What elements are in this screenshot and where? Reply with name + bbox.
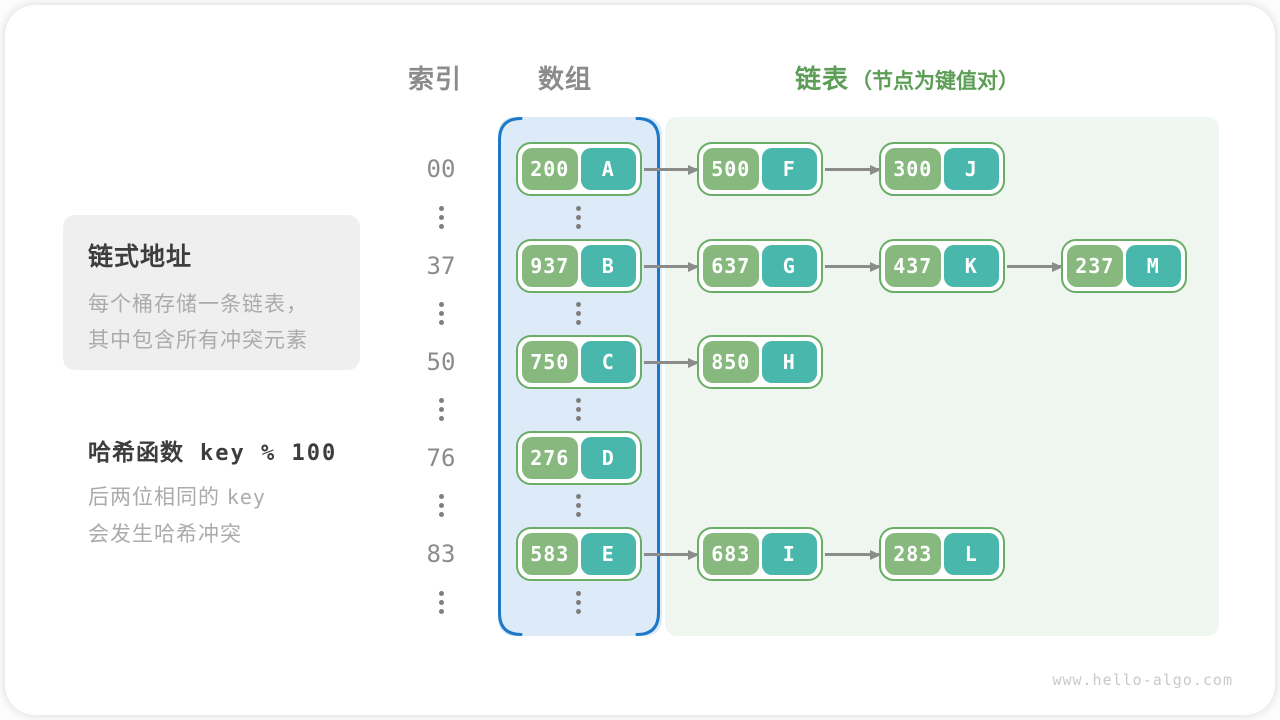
arrow <box>825 265 879 268</box>
index-ellipsis-dots <box>436 206 446 229</box>
index-label: 83 <box>426 540 456 568</box>
key-cell: 637 <box>703 245 759 287</box>
value-cell: H <box>761 341 817 383</box>
chain-node: 283 L <box>879 527 1005 581</box>
value-cell: E <box>580 533 636 575</box>
chain-node: 237 M <box>1061 239 1187 293</box>
chain-node: 637 G <box>697 239 823 293</box>
value-cell: K <box>943 245 999 287</box>
bucket-node: 276 D <box>516 431 642 485</box>
key-cell: 683 <box>703 533 759 575</box>
bucket-node: 937 B <box>516 239 642 293</box>
hash-note-title: 哈希函数 <box>88 439 184 465</box>
key-cell: 200 <box>522 148 578 190</box>
hash-note-line1: 后两位相同的 key <box>88 485 266 509</box>
key-cell: 437 <box>885 245 941 287</box>
index-ellipsis-dots <box>436 302 446 325</box>
array-ellipsis-dots <box>573 591 583 614</box>
arrow <box>825 168 879 171</box>
info-box-title: 链式地址 <box>88 243 193 271</box>
value-cell: J <box>943 148 999 190</box>
index-label: 37 <box>426 252 456 280</box>
info-box-line2: 其中包含所有冲突元素 <box>88 329 308 352</box>
chain-node: 300 J <box>879 142 1005 196</box>
arrow <box>1007 265 1061 268</box>
chain-node: 500 F <box>697 142 823 196</box>
hash-note: 哈希函数 key % 100 后两位相同的 key 会发生哈希冲突 <box>88 433 388 553</box>
key-cell: 300 <box>885 148 941 190</box>
arrow <box>825 553 879 556</box>
chain-node: 437 K <box>879 239 1005 293</box>
header-list-group: 链表（节点为键值对） <box>795 59 1019 96</box>
arrow <box>644 265 697 268</box>
key-cell: 283 <box>885 533 941 575</box>
value-cell: L <box>943 533 999 575</box>
header-index-label: 索引 <box>408 64 463 94</box>
arrow <box>644 553 697 556</box>
header-array-label: 数组 <box>538 64 593 94</box>
value-cell: G <box>761 245 817 287</box>
index-ellipsis-dots <box>436 591 446 614</box>
index-label: 76 <box>426 444 456 472</box>
value-cell: B <box>580 245 636 287</box>
key-cell: 583 <box>522 533 578 575</box>
key-cell: 237 <box>1067 245 1123 287</box>
value-cell: F <box>761 148 817 190</box>
info-box-line1: 每个桶存储一条链表， <box>88 293 308 316</box>
hash-note-code: key % 100 <box>200 441 338 466</box>
index-label: 50 <box>426 348 456 376</box>
watermark: www.hello-algo.com <box>1052 671 1233 689</box>
header-list-label: 链表 <box>795 64 850 94</box>
arrow <box>644 361 697 364</box>
diagram-card: 索引 数组 链表（节点为键值对） 链式地址 每个桶存储一条链表， 其中包含所有冲… <box>5 5 1275 715</box>
key-cell: 937 <box>522 245 578 287</box>
key-cell: 500 <box>703 148 759 190</box>
index-ellipsis-dots <box>436 494 446 517</box>
bucket-node: 200 A <box>516 142 642 196</box>
key-cell: 750 <box>522 341 578 383</box>
value-cell: I <box>761 533 817 575</box>
array-ellipsis-dots <box>573 206 583 229</box>
chain-node: 850 H <box>697 335 823 389</box>
bucket-node: 750 C <box>516 335 642 389</box>
value-cell: C <box>580 341 636 383</box>
array-ellipsis-dots <box>573 398 583 421</box>
value-cell: A <box>580 148 636 190</box>
key-cell: 850 <box>703 341 759 383</box>
array-ellipsis-dots <box>573 302 583 325</box>
header-list-note: （节点为键值对） <box>851 70 1020 93</box>
index-label: 00 <box>426 155 456 183</box>
key-cell: 276 <box>522 437 578 479</box>
arrow <box>644 168 697 171</box>
bucket-node: 583 E <box>516 527 642 581</box>
array-ellipsis-dots <box>573 494 583 517</box>
value-cell: D <box>580 437 636 479</box>
info-box: 链式地址 每个桶存储一条链表， 其中包含所有冲突元素 <box>63 215 360 370</box>
index-ellipsis-dots <box>436 398 446 421</box>
chain-node: 683 I <box>697 527 823 581</box>
value-cell: M <box>1125 245 1181 287</box>
hash-note-line2: 会发生哈希冲突 <box>88 523 242 546</box>
